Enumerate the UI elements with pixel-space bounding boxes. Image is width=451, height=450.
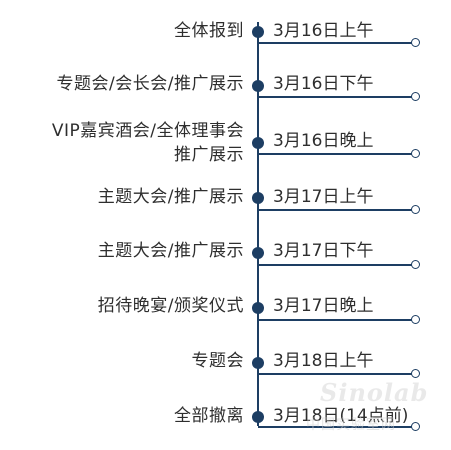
event-label: 主题大会/推广展示 [97, 187, 244, 207]
branch-end-circle [411, 369, 420, 378]
branch-end-circle [411, 260, 420, 269]
event-label: 全体报到 [174, 21, 244, 41]
timeline-node [252, 26, 264, 38]
timeline-branch [258, 373, 412, 375]
time-label: 3月16日上午 [273, 21, 374, 41]
time-label: 3月16日晚上 [273, 131, 374, 151]
time-label: 3月16日下午 [273, 74, 374, 94]
event-label: 招待晚宴/颁奖仪式 [97, 296, 244, 316]
timeline-node [252, 411, 264, 423]
event-label: 专题会 [191, 351, 244, 371]
event-label-line2: 推广展示 [174, 145, 244, 165]
branch-end-circle [411, 92, 420, 101]
timeline-node [252, 137, 264, 149]
event-label: 主题大会/推广展示 [97, 241, 244, 261]
timeline-node [252, 357, 264, 369]
time-label: 3月17日上午 [273, 187, 374, 207]
event-label: VIP嘉宾酒会/全体理事会 [51, 121, 244, 141]
event-label: 全部撤离 [174, 406, 244, 426]
time-label: 3月17日下午 [273, 241, 374, 261]
branch-end-circle [411, 315, 420, 324]
timeline-node [252, 247, 264, 259]
timeline-node [252, 80, 264, 92]
timeline-branch [258, 153, 412, 155]
timeline-branch [258, 209, 412, 211]
time-label: 3月18日(14点前) [273, 406, 409, 426]
timeline-branch [258, 319, 412, 321]
timeline-branch [258, 42, 412, 44]
timeline-node [252, 302, 264, 314]
branch-end-circle [411, 38, 420, 47]
timeline-branch [258, 426, 412, 428]
timeline-branch [258, 264, 412, 266]
time-label: 3月18日上午 [273, 351, 374, 371]
timeline-branch [258, 96, 412, 98]
timeline-spine [257, 22, 259, 426]
watermark-logo: Sinolab 中国实验室网 [300, 378, 445, 444]
event-label: 专题会/会长会/推广展示 [56, 74, 244, 94]
watermark-subtitle: 中国实验室网 [306, 417, 396, 433]
branch-end-circle [411, 205, 420, 214]
branch-end-circle [411, 149, 420, 158]
time-label: 3月17日晚上 [273, 296, 374, 316]
watermark-brand: Sinolab [320, 378, 429, 407]
timeline-node [252, 192, 264, 204]
branch-end-circle [411, 422, 420, 431]
